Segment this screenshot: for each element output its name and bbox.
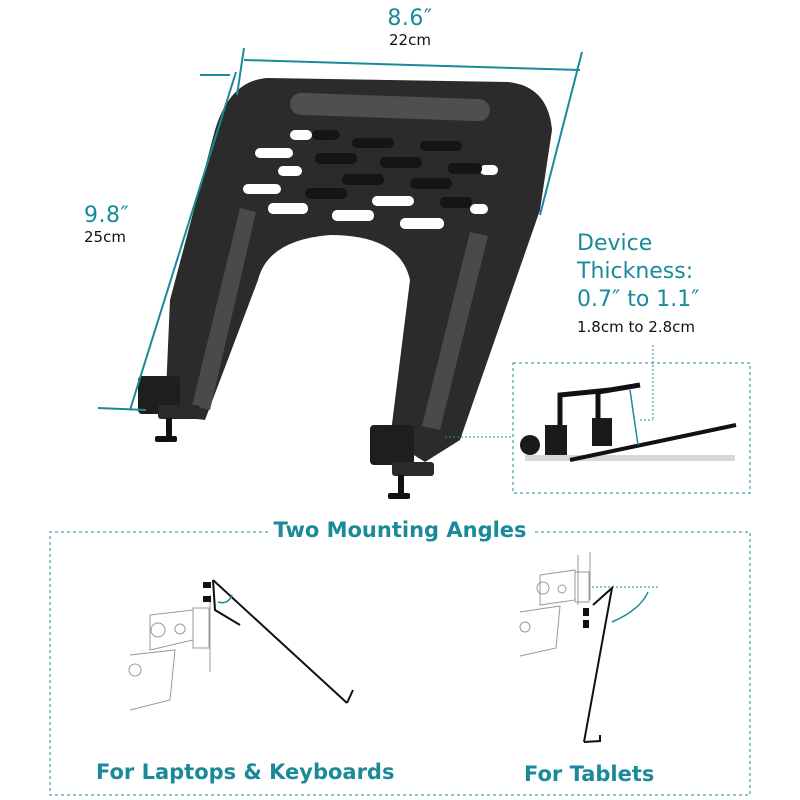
thickness-detail [445,345,751,494]
laptops-keyboards-label: For Laptops & Keyboards [96,760,395,784]
tray-icon [138,78,552,499]
mounting-angles-box [49,531,751,796]
mounting-angles-title: Two Mounting Angles [273,518,527,542]
thickness-title-line2: Thickness: [577,259,694,284]
laptop-angle-diagram [128,579,354,711]
thickness-title-line1: Device [577,231,653,256]
device-thickness-label: Device Thickness: 0.7″ to 1.1″ 1.8cm to … [577,230,699,336]
tablets-label: For Tablets [524,762,655,786]
height-metric: 25cm [84,228,126,246]
height-dimension: 9.8″ 25cm [84,203,129,246]
width-metric: 22cm [389,31,431,49]
tablet-angle-diagram [519,552,660,743]
dimension-lines [97,47,583,411]
height-imperial: 9.8″ [84,203,130,228]
width-imperial: 8.6″ [387,6,433,31]
width-dimension: 8.6″ 22cm [370,6,450,49]
thickness-range-metric: 1.8cm to 2.8cm [577,318,696,336]
thickness-range-imperial: 0.7″ to 1.1″ [577,287,700,312]
